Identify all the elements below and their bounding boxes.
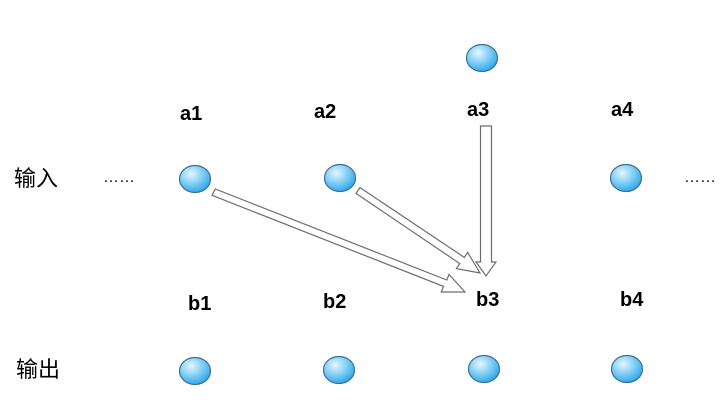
output-node-label-b4: b4 bbox=[620, 289, 644, 311]
output-node-label-b2: b2 bbox=[323, 291, 346, 313]
output-node-b4 bbox=[610, 354, 644, 384]
output-node-label-b1: b1 bbox=[188, 293, 211, 315]
input-node-label-a2: a2 bbox=[314, 101, 336, 123]
output-node-label-b3: b3 bbox=[476, 289, 499, 311]
left-ellipsis: …… bbox=[103, 169, 135, 186]
input-node-a4 bbox=[609, 163, 643, 193]
input-node-label-a3: a3 bbox=[467, 99, 489, 121]
input-node-label-a1: a1 bbox=[180, 103, 202, 125]
output-node-b2 bbox=[322, 355, 356, 385]
output-row-label: 输出 bbox=[16, 358, 60, 383]
input-node-label-a4: a4 bbox=[611, 99, 634, 121]
input-row-label: 输入 bbox=[14, 167, 58, 192]
input-node-a1 bbox=[178, 164, 212, 194]
edge-a1-b3 bbox=[211, 188, 467, 293]
edge-extra-b3 bbox=[474, 125, 498, 278]
right-ellipsis: …… bbox=[684, 169, 716, 186]
input-node-a2 bbox=[323, 163, 357, 193]
output-node-b1 bbox=[178, 356, 212, 386]
edge-a2-b3 bbox=[355, 186, 482, 274]
output-node-b3 bbox=[467, 354, 501, 384]
extra-top-node bbox=[465, 43, 499, 73]
